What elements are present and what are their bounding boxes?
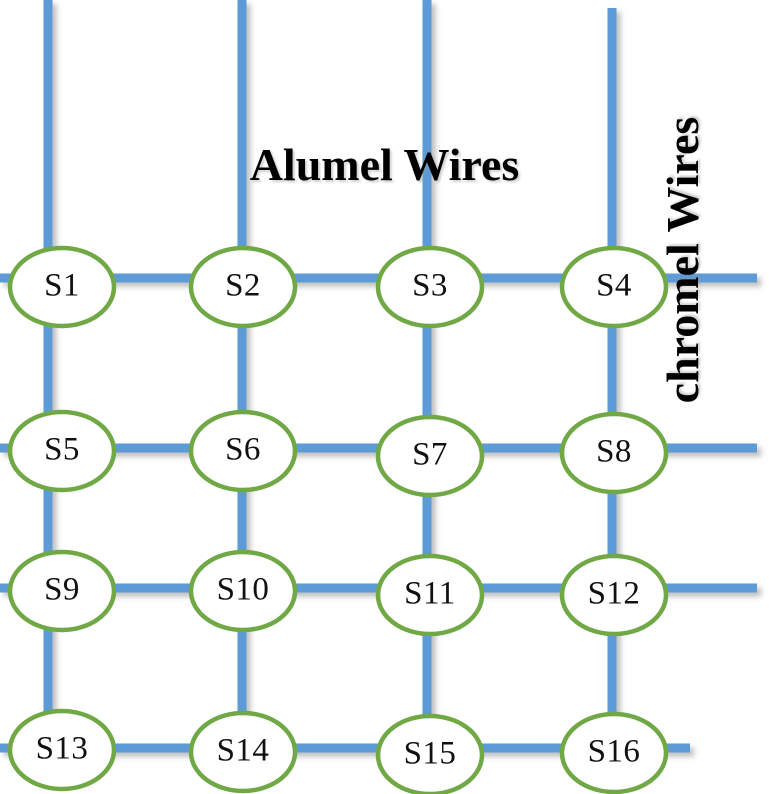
sensor-node-s9[interactable]: S9 xyxy=(7,549,117,633)
sensor-node-s7[interactable]: S7 xyxy=(375,414,485,498)
sensor-node-label: S16 xyxy=(588,734,641,770)
sensor-node-label: S11 xyxy=(404,576,456,612)
sensor-node-ellipse xyxy=(7,708,117,792)
sensor-node-ellipse xyxy=(188,710,298,794)
sensor-node-label: S13 xyxy=(36,731,89,767)
sensor-node-label: S12 xyxy=(588,576,641,612)
sensor-node-ellipse xyxy=(188,245,298,329)
sensor-node-label: S8 xyxy=(596,434,632,470)
sensor-node-s5[interactable]: S5 xyxy=(7,409,117,493)
sensor-node-ellipse xyxy=(375,414,485,498)
sensor-node-label: S9 xyxy=(44,572,80,608)
sensor-node-ellipse xyxy=(7,245,117,329)
chromel-wires-group xyxy=(0,273,757,753)
sensor-node-label: S6 xyxy=(225,432,261,468)
alumel-wires-group xyxy=(43,0,617,717)
sensor-node-s3[interactable]: S3 xyxy=(375,245,485,329)
sensor-node-ellipse xyxy=(375,713,485,794)
sensor-node-s8[interactable]: S8 xyxy=(559,411,669,495)
sensor-node-s1[interactable]: S1 xyxy=(7,245,117,329)
sensor-node-ellipse xyxy=(188,409,298,493)
sensor-node-label: S10 xyxy=(217,572,270,608)
sensor-node-label: S3 xyxy=(412,268,448,304)
sensor-node-s14[interactable]: S14 xyxy=(188,710,298,794)
sensor-node-s15[interactable]: S15 xyxy=(375,713,485,794)
sensor-node-label: S5 xyxy=(44,432,80,468)
sensor-node-ellipse xyxy=(7,409,117,493)
sensor-node-label: S1 xyxy=(44,268,80,304)
sensor-node-ellipse xyxy=(559,245,669,329)
sensor-node-s2[interactable]: S2 xyxy=(188,245,298,329)
sensor-node-s16[interactable]: S16 xyxy=(559,711,669,794)
sensor-node-ellipse xyxy=(375,245,485,329)
sensor-node-s6[interactable]: S6 xyxy=(188,409,298,493)
sensor-node-s4[interactable]: S4 xyxy=(559,245,669,329)
sensor-node-ellipse xyxy=(559,553,669,637)
sensor-node-ellipse xyxy=(7,549,117,633)
sensor-node-label: S14 xyxy=(217,733,270,769)
sensor-node-label: S2 xyxy=(225,268,261,304)
wires-layer xyxy=(0,0,757,753)
sensor-node-ellipse xyxy=(375,553,485,637)
sensor-node-s10[interactable]: S10 xyxy=(188,549,298,633)
sensor-node-ellipse xyxy=(559,411,669,495)
sensor-node-ellipse xyxy=(559,711,669,794)
sensor-node-s11[interactable]: S11 xyxy=(375,553,485,637)
sensor-node-label: S15 xyxy=(404,736,457,772)
sensor-node-s12[interactable]: S12 xyxy=(559,553,669,637)
sensor-node-label: S4 xyxy=(596,268,632,304)
sensor-node-s13[interactable]: S13 xyxy=(7,708,117,792)
sensor-node-label: S7 xyxy=(412,437,448,473)
sensor-node-ellipse xyxy=(188,549,298,633)
